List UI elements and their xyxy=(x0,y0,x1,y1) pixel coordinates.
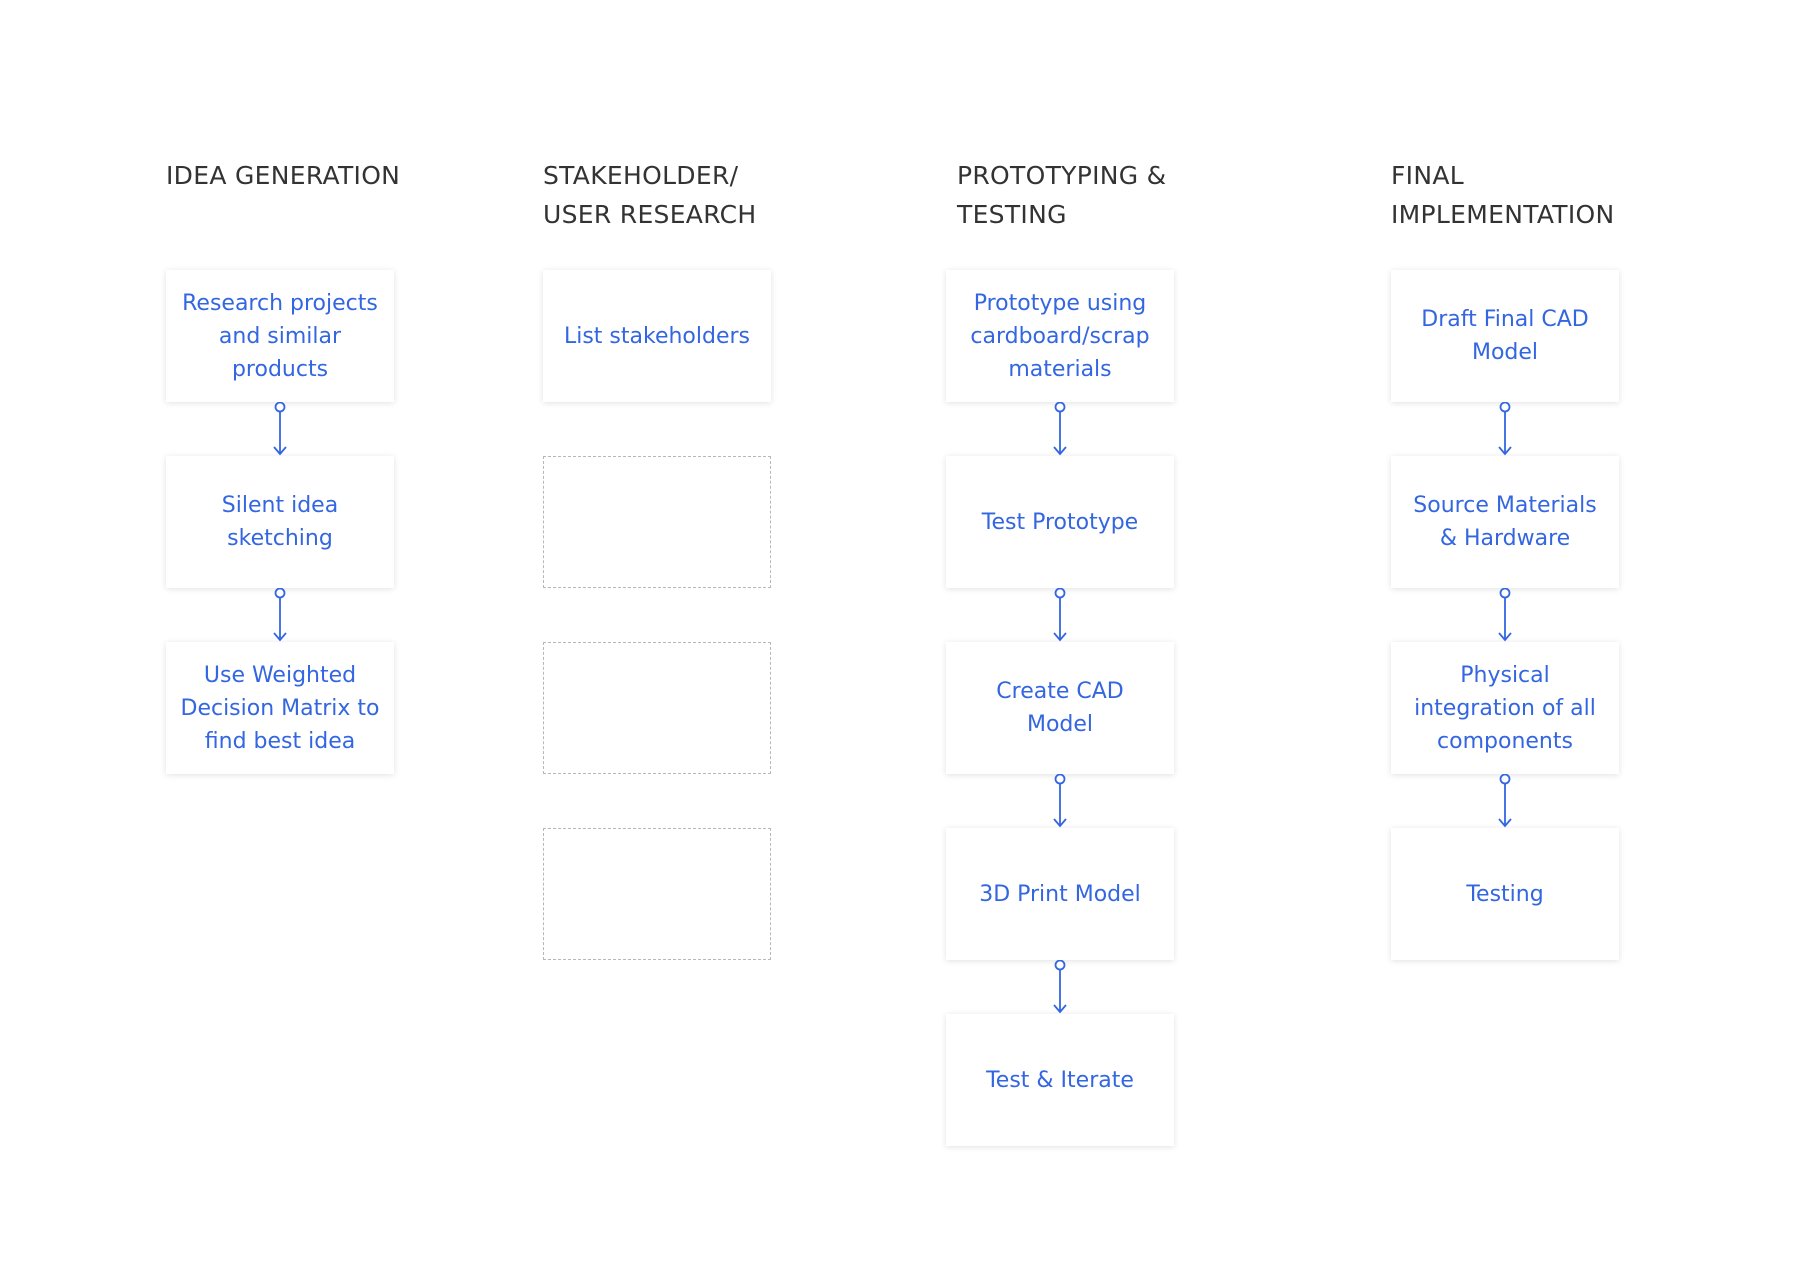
card-text-line: Source Materials xyxy=(1413,493,1597,518)
column-title-line: PROTOTYPING & xyxy=(957,161,1167,190)
arrow-connector xyxy=(1498,588,1512,642)
card-text-line: Prototype using xyxy=(973,290,1147,316)
arrow-connector xyxy=(1053,774,1067,828)
arrow-connector xyxy=(273,402,287,456)
empty-placeholder-card[interactable] xyxy=(543,642,771,774)
step-card-source-materials[interactable]: Source Materials & Hardware xyxy=(1391,456,1619,588)
column-title: IDEA GENERATION xyxy=(166,156,506,195)
step-card-research-projects[interactable]: Research projects and similar products xyxy=(166,270,394,402)
empty-placeholder-card[interactable] xyxy=(543,828,771,960)
step-card-testing[interactable]: Testing xyxy=(1391,828,1619,960)
card-text-line: Model xyxy=(1471,340,1539,365)
card-text-line: and similar xyxy=(218,323,342,349)
card-text-line: & Hardware xyxy=(1439,526,1571,551)
step-card-list-stakeholders[interactable]: List stakeholders xyxy=(543,270,771,402)
column-title-line: IDEA GENERATION xyxy=(166,161,401,190)
card-text-line: Draft Final CAD xyxy=(1421,307,1589,332)
card-text-line: integration of all xyxy=(1414,695,1596,721)
card-text-line: sketching xyxy=(227,526,333,551)
column-title-line: USER RESEARCH xyxy=(543,200,757,229)
card-text-line: find best idea xyxy=(204,728,356,754)
card-text-line: products xyxy=(231,356,329,382)
column-title-line: TESTING xyxy=(957,200,1067,229)
arrow-connector xyxy=(1053,960,1067,1014)
step-card-draft-final-cad[interactable]: Draft Final CAD Model xyxy=(1391,270,1619,402)
column-title: STAKEHOLDER/ USER RESEARCH xyxy=(543,156,883,234)
card-text-line: Physical xyxy=(1460,662,1550,688)
card-text-line: materials xyxy=(1008,356,1112,382)
arrow-connector xyxy=(1498,774,1512,828)
card-text-line: Test & Iterate xyxy=(986,1067,1134,1093)
step-card-test-prototype[interactable]: Test Prototype xyxy=(946,456,1174,588)
column-title-line: STAKEHOLDER/ xyxy=(543,161,739,190)
arrow-connector xyxy=(1053,402,1067,456)
card-text-line: 3D Print Model xyxy=(979,881,1141,907)
empty-placeholder-card[interactable] xyxy=(543,456,771,588)
card-text-line: Decision Matrix to xyxy=(180,695,380,721)
arrow-connector xyxy=(1498,402,1512,456)
step-card-silent-sketching[interactable]: Silent idea sketching xyxy=(166,456,394,588)
column-title-line: FINAL xyxy=(1391,161,1464,190)
card-text-line: components xyxy=(1437,728,1573,754)
step-card-prototype-cardboard[interactable]: Prototype using cardboard/scrap material… xyxy=(946,270,1174,402)
card-text-line: List stakeholders xyxy=(563,323,751,349)
card-text-line: Model xyxy=(1026,712,1094,737)
step-card-weighted-matrix[interactable]: Use Weighted Decision Matrix to find bes… xyxy=(166,642,394,774)
step-card-create-cad[interactable]: Create CAD Model xyxy=(946,642,1174,774)
card-text-line: Use Weighted xyxy=(203,662,357,688)
card-text-line: Create CAD xyxy=(996,679,1124,704)
arrow-connector xyxy=(273,588,287,642)
step-card-3d-print[interactable]: 3D Print Model xyxy=(946,828,1174,960)
step-card-physical-integration[interactable]: Physical integration of all components xyxy=(1391,642,1619,774)
column-title-line: IMPLEMENTATION xyxy=(1391,200,1615,229)
card-text-line: Test Prototype xyxy=(981,509,1139,535)
column-title: FINAL IMPLEMENTATION xyxy=(1391,156,1731,234)
card-text-line: Research projects xyxy=(182,290,378,316)
column-title: PROTOTYPING & TESTING xyxy=(957,156,1297,234)
card-text-line: Testing xyxy=(1466,881,1544,907)
step-card-test-iterate[interactable]: Test & Iterate xyxy=(946,1014,1174,1146)
card-text-line: Silent idea xyxy=(221,493,339,518)
card-text-line: cardboard/scrap xyxy=(970,323,1150,349)
arrow-connector xyxy=(1053,588,1067,642)
